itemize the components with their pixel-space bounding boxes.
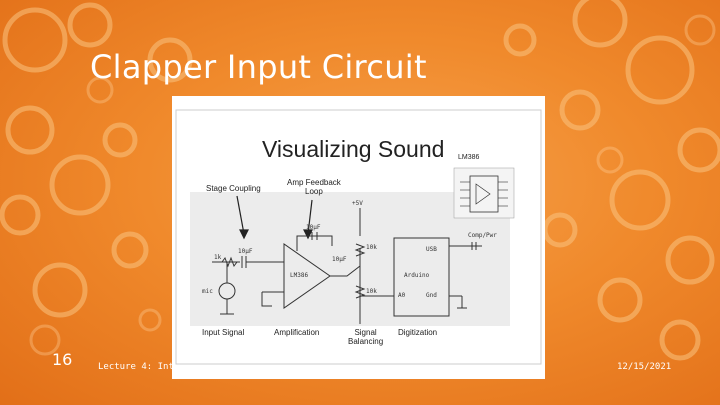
label-a0: A0 <box>398 292 406 299</box>
label-cap-c: 10μF <box>332 256 347 263</box>
section-input-signal: Input Signal <box>202 328 245 337</box>
label-usb: USB <box>426 246 437 253</box>
footer-text: Lecture 4: Int <box>98 362 174 372</box>
label-res-10k: 10k <box>366 244 377 251</box>
section-digitization: Digitization <box>398 328 438 337</box>
footer-date: 12/15/2021 <box>617 362 672 372</box>
section-amplification: Amplification <box>274 328 320 337</box>
label-mic: mic <box>202 288 213 295</box>
callout-stage-coupling: Stage Coupling <box>206 184 261 193</box>
callout-amp-feedback: Amp Feedback Loop <box>287 178 341 196</box>
circuit-schematic <box>175 109 542 365</box>
section-signal-balancing: Signal Balancing <box>348 328 384 346</box>
label-cap-b: 10μF <box>306 224 321 231</box>
slide-number: 16 <box>52 350 73 369</box>
label-opamp: LM386 <box>290 272 309 279</box>
chip-label: LM386 <box>458 154 480 161</box>
figure-heading: Visualizing Sound <box>262 136 445 162</box>
label-arduino: Arduino <box>404 272 430 279</box>
label-cap-a: 10μF <box>238 248 253 255</box>
label-res-1k: 1k <box>214 254 222 261</box>
slide-title: Clapper Input Circuit <box>90 48 427 86</box>
label-to-computer: Comp/Pwr <box>468 232 497 239</box>
label-res-10k-b: 10k <box>366 288 377 295</box>
label-gnd: Gnd <box>426 292 437 299</box>
label-supply: +5V <box>352 200 363 207</box>
circuit-figure: Visualizing Sound LM386 Stage Coupling A… <box>172 96 545 379</box>
